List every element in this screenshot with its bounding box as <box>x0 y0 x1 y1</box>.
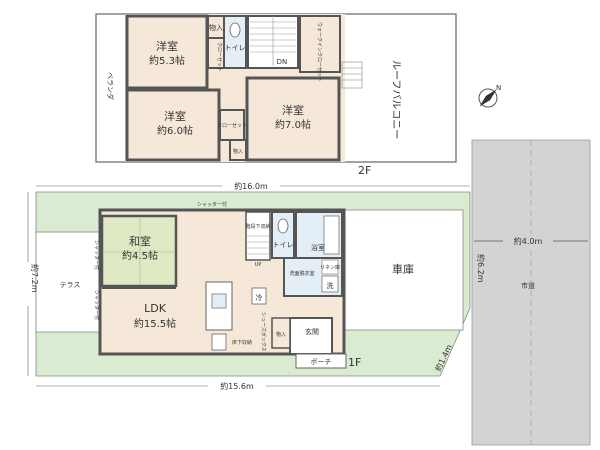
room-5-3-name: 洋室 <box>156 39 178 53</box>
garage <box>344 209 464 331</box>
shoe-box-label: シューズボックス <box>260 312 267 352</box>
dim-2f-width: 約16.0m <box>234 181 268 191</box>
room-7-0-area: 約7.0帖 <box>275 118 311 131</box>
closet-2f-b-label: クローゼット <box>217 122 247 129</box>
entrance-label: 玄関 <box>305 327 319 336</box>
road-area: 約4.0m 市道 約6.2m <box>471 139 591 446</box>
room-7-0-name: 洋室 <box>282 103 304 117</box>
linen <box>321 259 339 275</box>
tatami-lines <box>104 218 174 284</box>
compass-label: N <box>496 84 501 92</box>
kitchen-sink <box>211 293 227 309</box>
stair-storage-label: 階段下収納 <box>245 223 270 230</box>
porch-label: ポーチ <box>311 358 332 366</box>
room-7-0 <box>245 76 341 162</box>
washitsu-area: 約4.5帖 <box>122 249 158 262</box>
veranda-label: ベランダ <box>106 72 115 100</box>
storage-2f-b-label: 物入 <box>233 148 243 155</box>
fridge-label: 冷 <box>256 293 263 302</box>
room-6-0-area: 約6.0帖 <box>157 124 193 137</box>
dn-label: DN <box>277 58 288 66</box>
toilet-2f <box>223 15 247 69</box>
roof-balcony-label: ルーフバルコニー <box>390 60 402 139</box>
wic-label: ウォークインクローゼット <box>316 22 323 82</box>
road-name: 市道 <box>521 281 535 290</box>
toilet-1f-label: トイレ <box>273 241 294 249</box>
shutter-left-a-label: シャッター付 <box>93 240 100 270</box>
level-1f-label: 1F <box>348 356 361 369</box>
bath-label: 浴室 <box>311 243 325 252</box>
stair-treads-1f <box>246 235 270 255</box>
up-label: UP <box>255 262 262 268</box>
shutter-left-b-label: シャッター付 <box>93 290 100 320</box>
level-2f-label: 2F <box>358 164 371 177</box>
compass: N <box>478 84 501 108</box>
room-6-0 <box>125 88 221 162</box>
stair-treads-2f <box>250 16 296 66</box>
entrance <box>289 317 333 355</box>
storage-2f-b <box>229 139 247 161</box>
room-6-0-name: 洋室 <box>164 109 186 123</box>
road-width: 約4.0m <box>514 236 543 246</box>
storage-2f-a-label: 物入 <box>209 23 223 32</box>
bathtub <box>323 215 340 255</box>
dim-1f-width: 約15.6m <box>220 381 254 391</box>
garage-label: 車庫 <box>392 262 414 276</box>
wic-2f <box>299 15 341 73</box>
washroom-label: 洗面脱衣室 <box>289 270 314 277</box>
ldk-area: 約15.5帖 <box>134 317 176 330</box>
balcony-stairs <box>341 61 363 89</box>
storage-1f <box>271 317 291 349</box>
floor-2f: 洋室 約5.3帖 洋室 約6.0帖 洋室 約7.0帖 物入 クローゼット トイレ… <box>36 13 470 191</box>
closet-2f-a-label: クローゼット <box>216 42 223 72</box>
linen-label: リネン庫 <box>320 264 340 271</box>
dim-1f-depth: 約7.2m <box>30 264 40 293</box>
terrace-label: テラス <box>60 281 81 289</box>
stove <box>211 333 227 351</box>
shutter-top-label: シャッター付 <box>197 201 227 208</box>
washitsu-name: 和室 <box>129 234 151 248</box>
room-5-3 <box>125 14 209 90</box>
floor-1f: 和室 約4.5帖 LDK 約15.5帖 テラス 車庫 浴室 トイレ 洗面脱衣室 … <box>22 191 471 391</box>
storage-1f-label: 物入 <box>276 331 286 338</box>
washitsu <box>100 214 178 288</box>
toilet-icon <box>229 22 241 38</box>
ldk-name: LDK <box>144 302 167 315</box>
road-frontage: 約6.2m <box>476 254 486 283</box>
fridge <box>251 287 267 305</box>
compass-needle-icon <box>479 89 497 107</box>
toilet-1f-icon <box>277 218 289 234</box>
porch <box>295 353 347 369</box>
toilet-2f-label: トイレ <box>225 44 246 52</box>
washer <box>321 275 339 293</box>
room-5-3-area: 約5.3帖 <box>149 54 185 67</box>
terrace <box>35 231 101 333</box>
wash-label: 洗 <box>327 281 334 290</box>
floor-storage-label: 床下収納 <box>232 339 252 346</box>
